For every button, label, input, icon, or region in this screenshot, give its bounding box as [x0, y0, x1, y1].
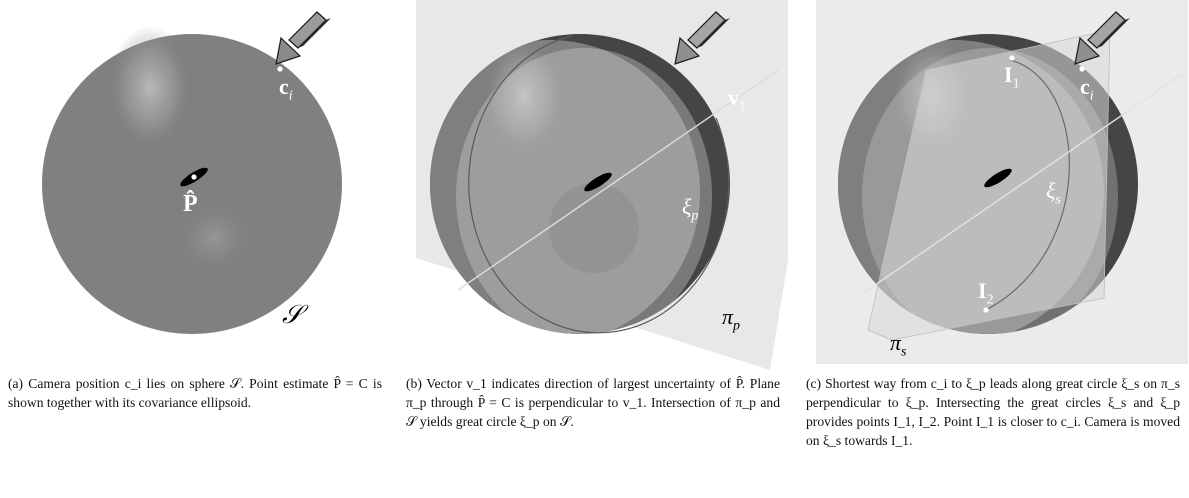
great-circle-xi-p — [468, 35, 730, 334]
vector-v1-line — [457, 69, 779, 291]
figure-c: I1 ci ξs I2 πs (c) Shortest way from c_i… — [798, 0, 1188, 498]
figure-a-illustration — [42, 11, 342, 334]
figure-b-caption: (b) Vector v_1 indicates direction of la… — [406, 376, 780, 429]
figure-b-illustration — [416, 0, 788, 370]
figure-b: v1 ξp πp (b) Vector v_1 indicates direct… — [398, 0, 788, 498]
point-i2-label: I2 — [978, 278, 994, 308]
vector-v1-label: v1 — [728, 85, 746, 115]
point-estimate-dot — [191, 174, 197, 180]
sphere-highlight — [108, 26, 192, 150]
camera-dot — [277, 66, 283, 72]
camera-dot — [1079, 66, 1085, 72]
sphere-s — [42, 34, 342, 334]
hemisphere-front — [430, 40, 700, 334]
sphere-highlight-lower — [172, 198, 256, 278]
point-i2-dot — [983, 307, 989, 313]
figure-c-caption: (c) Shortest way from c_i to ξ_p leads a… — [806, 376, 1180, 448]
great-circle-label: ξs — [1046, 178, 1061, 208]
camera-label: ci — [1080, 74, 1094, 104]
figure-a: ci P̂ 𝒮 (a) Camera position c_i lies on … — [0, 0, 390, 498]
vector-v1-line — [861, 73, 1183, 295]
point-i1-label: I1 — [1004, 62, 1020, 92]
camera-arrow-icon — [674, 11, 730, 65]
plane-label: πp — [722, 304, 741, 334]
sphere-label: 𝒮 — [282, 300, 303, 329]
covariance-ellipsoid — [984, 168, 1012, 188]
camera-label: ci — [279, 74, 293, 104]
sphere-shadow-lower — [549, 183, 639, 273]
camera-arrow-icon — [275, 11, 331, 65]
point-estimate-label: P̂ — [183, 191, 198, 217]
figure-c-illustration — [816, 0, 1188, 364]
figure-a-caption: (a) Camera position c_i lies on sphere 𝒮… — [8, 376, 382, 410]
great-circle-label: ξp — [682, 194, 699, 224]
plane-label: πs — [890, 330, 907, 360]
sphere-highlight — [482, 36, 566, 156]
great-circle-xi-s — [985, 59, 1070, 311]
covariance-ellipsoid — [584, 172, 612, 192]
point-i1-dot — [1009, 55, 1015, 61]
camera-arrow-icon — [1074, 11, 1130, 65]
